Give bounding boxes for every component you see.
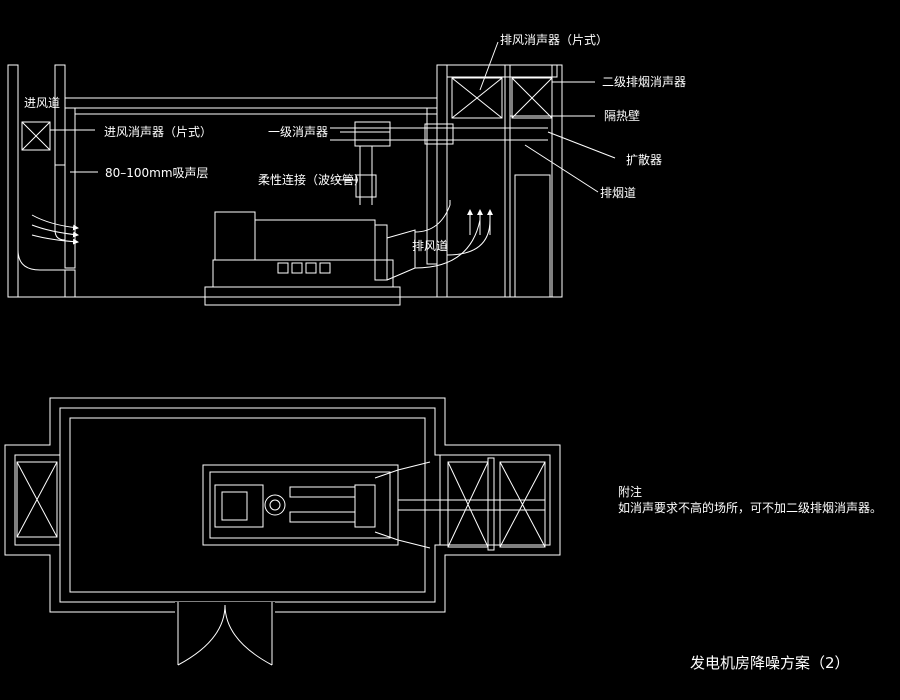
section-view: 排风消声器（片式） 二级排烟消声器 进风道 进风消声器（片式） 一级消声器 隔热… bbox=[7, 33, 686, 306]
ceiling-slab bbox=[64, 97, 438, 109]
label-secondary-silencer: 二级排烟消声器 bbox=[602, 75, 686, 89]
intake-airflow-arrows bbox=[31, 214, 79, 245]
exhaust-silencer-box bbox=[451, 77, 503, 119]
exhaust-pipe bbox=[330, 121, 548, 205]
plan-secondary-silencer bbox=[499, 461, 546, 548]
flexible-bellows bbox=[355, 174, 377, 198]
label-intake-duct: 进风道 bbox=[24, 96, 60, 110]
plan-generator bbox=[202, 461, 545, 549]
label-exhaust-silencer: 排风消声器（片式） bbox=[500, 33, 608, 47]
plan-view bbox=[4, 397, 561, 666]
plan-intake-silencer bbox=[16, 461, 58, 538]
leader-lines bbox=[50, 41, 616, 193]
label-primary-silencer: 一级消声器 bbox=[268, 125, 328, 139]
drawing-title: 发电机房降噪方案（2） bbox=[690, 654, 850, 672]
label-smoke-duct: 排烟道 bbox=[600, 186, 636, 200]
radiator bbox=[374, 224, 388, 281]
right-wall bbox=[436, 64, 448, 298]
label-intake-silencer: 进风消声器（片式） bbox=[104, 125, 212, 139]
plan-outer-wall bbox=[4, 397, 561, 613]
exhaust-airflow-arrows bbox=[467, 209, 493, 235]
absorption-layer-ceiling bbox=[74, 107, 428, 115]
primary-silencer bbox=[354, 121, 391, 147]
plan-absorption-layer bbox=[59, 407, 441, 603]
generator-base bbox=[204, 286, 401, 306]
label-exhaust-air-duct: 排风道 bbox=[412, 239, 448, 253]
label-diffuser: 扩散器 bbox=[626, 152, 662, 167]
label-flexible-connection: 柔性连接（波纹管） bbox=[258, 172, 366, 187]
label-absorption-layer: 80–100mm吸声层 bbox=[105, 166, 209, 180]
note-heading: 附注 bbox=[618, 484, 642, 499]
control-panel bbox=[214, 211, 256, 261]
plan-door bbox=[175, 602, 275, 666]
intake-silencer-box bbox=[21, 121, 51, 151]
absorption-layer-left bbox=[64, 107, 76, 269]
label-insulation-wall: 隔热壁 bbox=[604, 108, 640, 123]
note-body: 如消声要求不高的场所，可不加二级排烟消声器。 bbox=[618, 500, 882, 515]
